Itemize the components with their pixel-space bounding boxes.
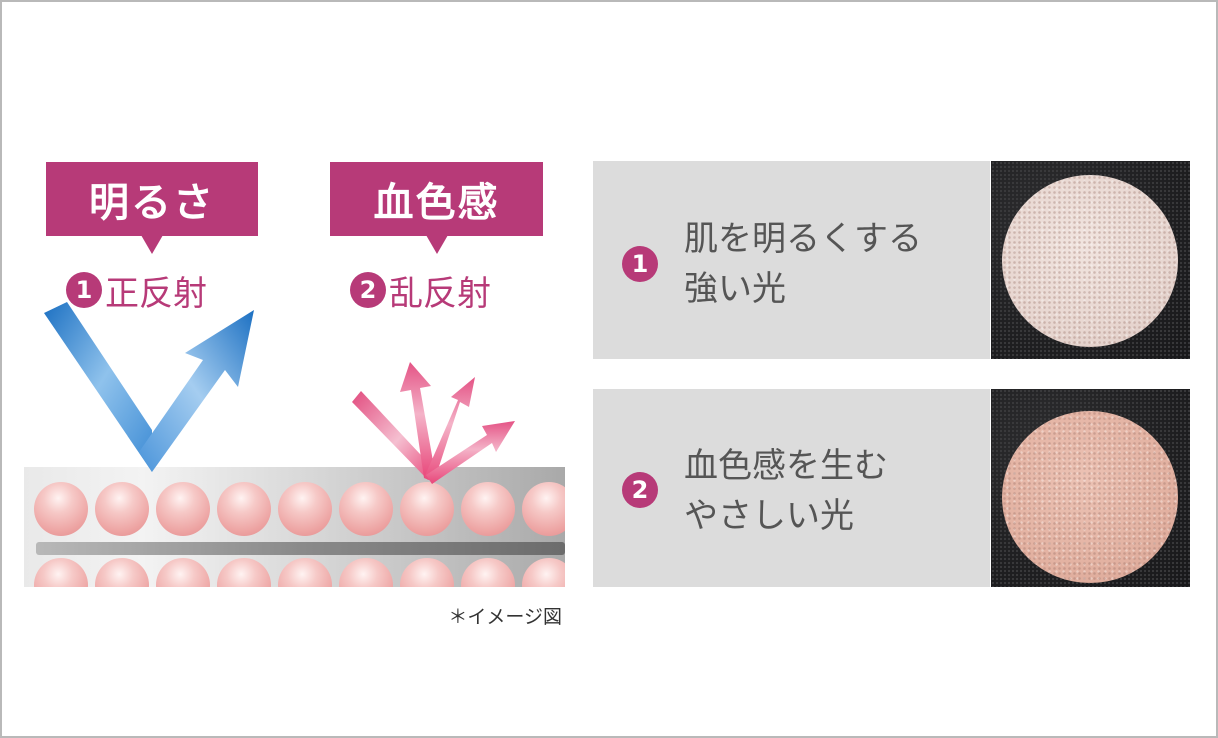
scatter-arrow-2 [424,377,475,482]
skin-layer-illustration [24,467,565,587]
feature-panel-1: 1 肌を明るくする 強い光 [593,161,990,359]
particle [339,558,393,587]
feature-panel-2: 2 血色感を生む やさしい光 [593,389,990,587]
reflection-text: 正反射 [105,273,207,314]
brightness-bubble: 明るさ [46,162,258,254]
light-powder-image [1002,175,1178,347]
incoming-diffuse-arrow [352,391,435,480]
particle [278,482,332,536]
scatter-arrow-3 [426,421,515,484]
feature-line-1: 肌を明るくする [684,219,922,259]
particle [400,482,454,536]
particle [522,482,565,536]
number-badge: 2 [350,272,386,308]
particle [156,558,210,587]
bubble-tail [425,235,448,254]
particle [34,558,88,587]
feature-line-1: 血色感を生む [684,446,888,486]
particle [400,558,454,587]
particle [522,558,565,587]
number-badge: 2 [622,472,658,508]
feature-text: 血色感を生む やさしい光 [684,441,888,541]
pink-powder-image [1002,411,1178,583]
feature-text: 肌を明るくする 強い光 [684,214,922,314]
reflection-arrows-icon [44,302,515,484]
particle [34,482,88,536]
dark-layer-bar [36,542,565,555]
rosiness-label: 血色感 [373,180,500,226]
particle [217,482,271,536]
feature-line-2: やさしい光 [684,496,854,536]
powder-photo-1 [991,161,1190,359]
illustration-note: ＊イメージ図 [448,606,562,628]
particle [461,482,515,536]
powder-photo-2 [991,389,1190,587]
number-badge: 1 [622,246,658,282]
incoming-light-arrow [44,302,152,472]
reflection-text: 乱反射 [389,273,491,314]
scatter-arrow-1 [400,362,436,478]
brightness-label: 明るさ [89,180,215,226]
bubble-tail [141,235,163,254]
rosiness-bubble: 血色感 [330,162,543,254]
diffuse-reflection-label: 2 乱反射 [350,266,491,314]
particle [217,558,271,587]
particle [278,558,332,587]
particle [95,558,149,587]
particle [156,482,210,536]
number-badge: 1 [66,272,102,308]
particle [461,558,515,587]
particle [339,482,393,536]
particle [95,482,149,536]
reflected-light-arrow [139,310,254,472]
specular-reflection-label: 1 正反射 [66,266,207,314]
feature-line-2: 強い光 [684,269,786,309]
